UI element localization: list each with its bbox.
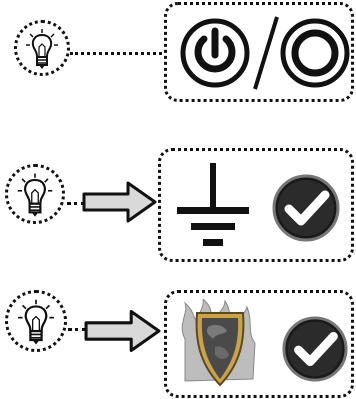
power-panel — [164, 2, 354, 102]
ground-panel — [158, 148, 354, 262]
power-off-icon — [280, 18, 350, 88]
security-panel — [164, 290, 354, 398]
ground-icon — [177, 163, 249, 246]
shield-fire-icon — [181, 299, 256, 387]
connector-line — [70, 52, 168, 55]
bulb-circle — [5, 290, 67, 352]
bulb-circle — [5, 164, 65, 224]
row-power — [0, 0, 356, 110]
right-arrow-icon — [84, 309, 161, 353]
connector-line — [68, 328, 86, 331]
lightbulb-icon — [18, 299, 54, 345]
lightbulb-icon — [26, 29, 58, 69]
checkmark-icon — [282, 316, 348, 382]
power-icon — [180, 18, 250, 88]
checkmark-icon — [272, 174, 340, 242]
right-arrow-icon — [82, 181, 157, 223]
row-security — [0, 280, 356, 399]
lightbulb-icon — [17, 173, 53, 217]
connector-line — [67, 202, 85, 205]
row-ground — [0, 140, 356, 265]
slash-separator — [253, 16, 279, 90]
bulb-circle — [14, 20, 70, 76]
